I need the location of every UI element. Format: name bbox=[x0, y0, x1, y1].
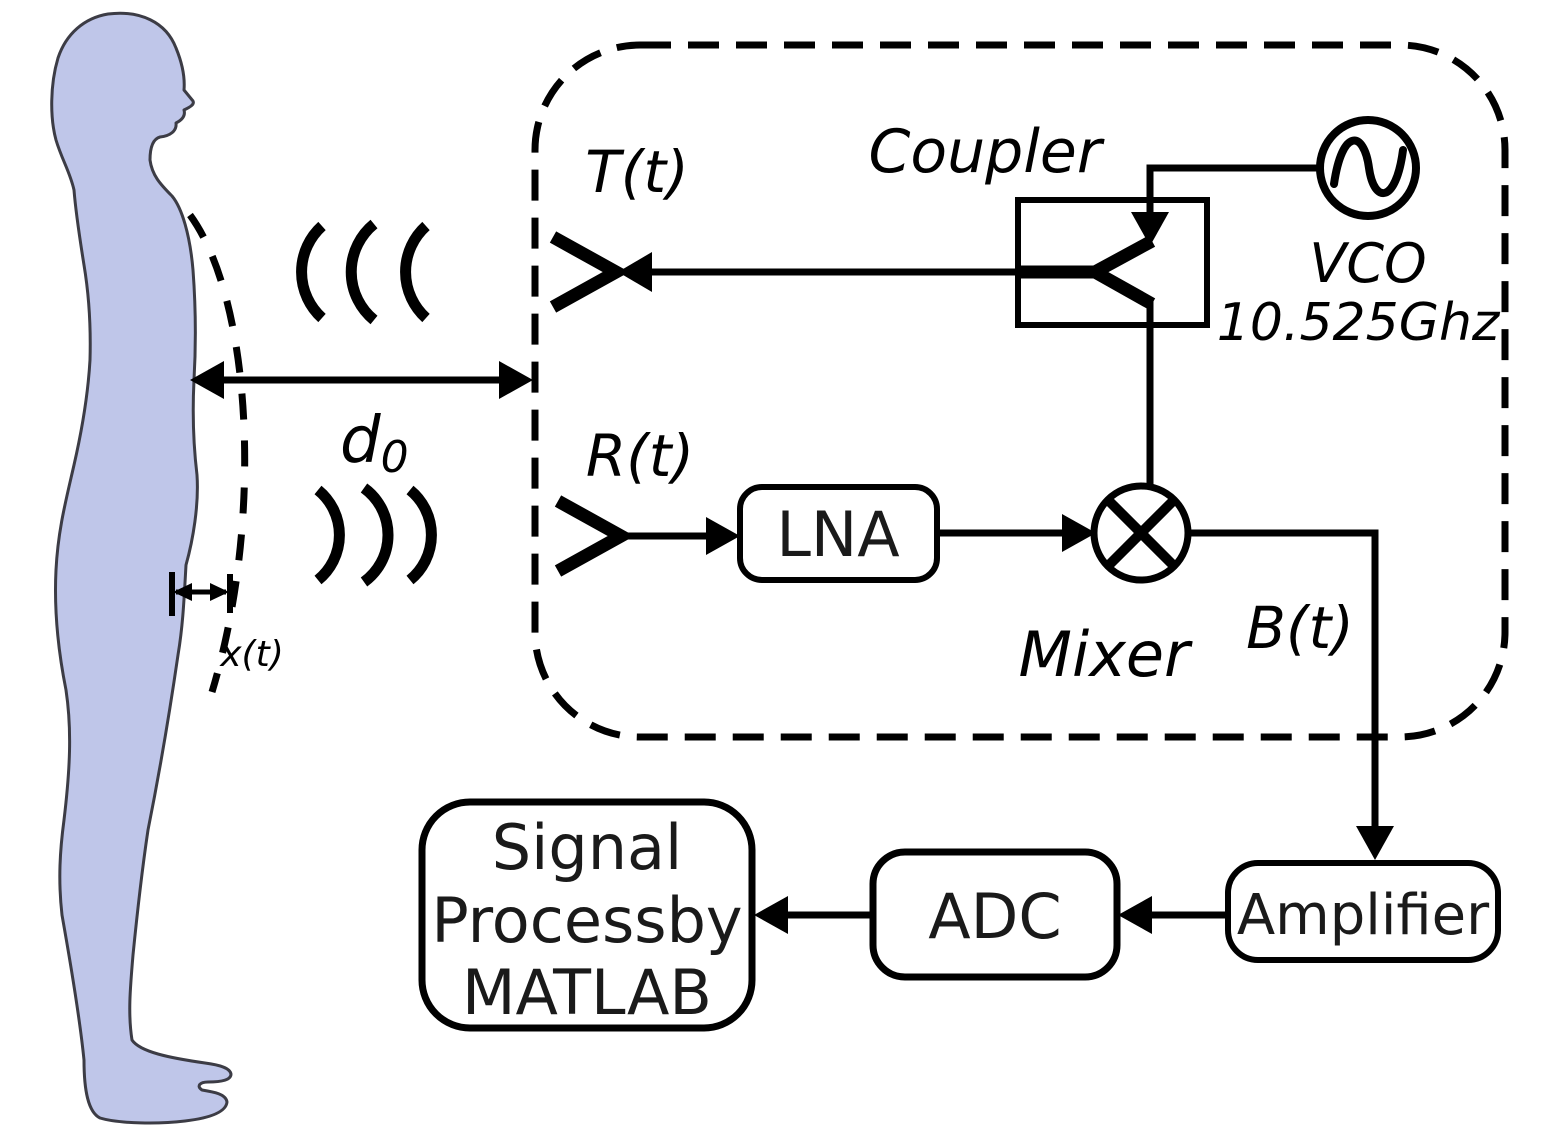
baseband-label: B(t) bbox=[1246, 594, 1354, 662]
vco-freq-label: 10.525Ghz bbox=[1217, 293, 1501, 353]
mixer-label: Mixer bbox=[1018, 618, 1193, 691]
tx-signal-label: T(t) bbox=[585, 138, 688, 206]
rx-antenna-icon bbox=[554, 495, 635, 577]
amplifier-input-arrowhead bbox=[1356, 826, 1394, 860]
vco-to-coupler-line bbox=[1146, 164, 1320, 214]
dsp-label-line2: Processby bbox=[431, 884, 742, 957]
adc-label: ADC bbox=[928, 880, 1061, 953]
displacement-label: x(t) bbox=[219, 634, 284, 675]
tx-arrowhead bbox=[618, 252, 652, 292]
chest-displacement-arc bbox=[187, 212, 249, 694]
coupler-label: Coupler bbox=[869, 117, 1105, 187]
rf-frontend-boundary bbox=[531, 41, 1509, 741]
lna-to-mixer-arrowhead bbox=[1062, 514, 1096, 552]
transmit-waves-icon bbox=[296, 219, 430, 325]
mixer-output-line bbox=[1188, 529, 1379, 828]
rx-to-lna-arrowhead bbox=[706, 517, 740, 555]
coupler-splitter-icon bbox=[1018, 235, 1156, 310]
adc-input-arrowhead bbox=[1118, 896, 1152, 934]
dsp-box bbox=[418, 798, 756, 1032]
distance-arrow bbox=[190, 361, 533, 399]
lna-label: LNA bbox=[776, 498, 899, 571]
reflect-waves-icon bbox=[314, 483, 437, 587]
human-silhouette bbox=[50, 11, 233, 1125]
tx-antenna-icon bbox=[549, 231, 630, 313]
mixer-icon bbox=[1090, 482, 1192, 584]
rx-signal-label: R(t) bbox=[586, 422, 694, 490]
distance-label: d0 bbox=[340, 404, 409, 483]
vco-icon bbox=[1316, 116, 1420, 220]
dsp-input-arrowhead bbox=[754, 896, 788, 934]
vco-name-label: VCO bbox=[1309, 232, 1426, 295]
dsp-label-line3: MATLAB bbox=[462, 956, 712, 1029]
amplifier-label: Amplifier bbox=[1237, 883, 1490, 948]
displacement-arrow-right bbox=[210, 583, 229, 601]
dsp-label-line1: Signal bbox=[492, 811, 682, 884]
vco-to-coupler-arrowhead bbox=[1131, 212, 1169, 246]
displacement-arrow-left bbox=[173, 583, 192, 601]
